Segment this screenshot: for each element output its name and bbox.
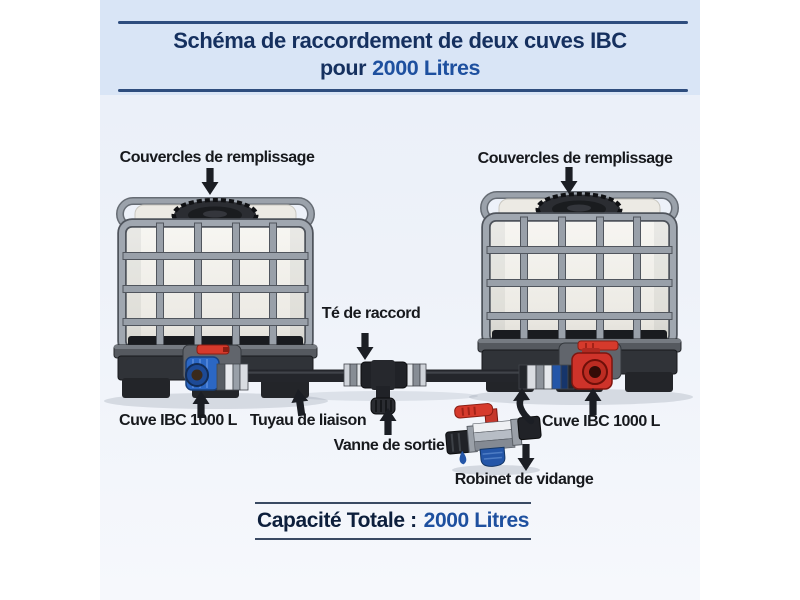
tank-valve-left	[185, 344, 249, 391]
capacity-label: Capacité Totale :	[256, 509, 417, 532]
label-tank-left: Cuve IBC 1000 L	[119, 412, 237, 429]
label-tee: Té de raccord	[321, 305, 421, 322]
banner-rule-bottom	[118, 89, 688, 92]
label-drain-valve: Robinet de vidange	[454, 471, 594, 488]
label-outlet-valve: Vanne de sortie	[333, 437, 445, 454]
title-line2-prefix: pour	[319, 56, 367, 80]
coupling-left	[216, 363, 249, 391]
capacity-banner: Capacité Totale : 2000 Litres	[255, 502, 531, 540]
label-linking-pipe: Tuyau de liaison	[249, 412, 367, 429]
arrow-fill-lid-left-icon	[201, 168, 219, 195]
tee-connector	[343, 360, 427, 415]
label-fill-lid-right: Couvercles de remplissage	[477, 150, 673, 167]
title-banner: Schéma de raccordement de deux cuves IBC…	[100, 0, 700, 95]
banner-rule-top	[118, 21, 688, 24]
label-fill-lid-left: Couvercles de remplissage	[119, 149, 315, 166]
tank-valve-right	[518, 340, 619, 390]
annotation-arrows	[192, 167, 602, 471]
capacity-value: 2000 Litres	[423, 509, 530, 532]
page-title: Schéma de raccordement de deux cuves IBC…	[100, 26, 700, 82]
drip-icon	[459, 450, 467, 465]
outlet-valve-cap	[370, 397, 396, 415]
label-tank-right: Cuve IBC 1000 L	[542, 413, 660, 430]
curved-arrow-head-icon	[513, 388, 530, 401]
title-line1: Schéma de raccordement de deux cuves IBC	[173, 28, 627, 53]
arrow-fill-lid-right-icon	[560, 167, 578, 194]
drain-valve-illustration	[445, 403, 542, 467]
drain-valve-shadow	[452, 465, 540, 475]
title-line2-value: 2000 Litres	[372, 56, 481, 80]
coupling-right	[518, 364, 575, 390]
arrow-tee-icon	[356, 333, 374, 360]
